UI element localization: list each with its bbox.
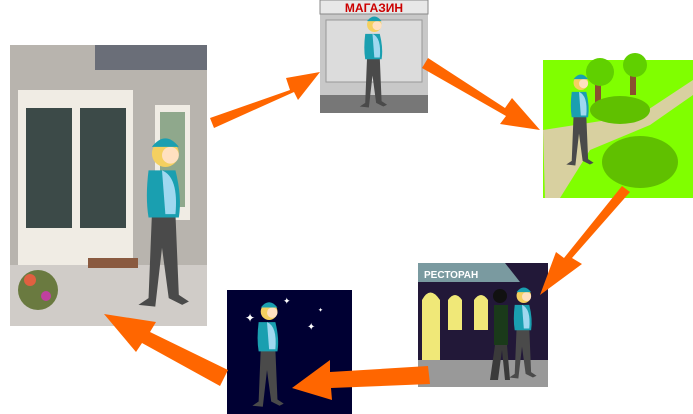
park-scene [543, 53, 693, 198]
star-icon: ✦ [283, 296, 291, 306]
night-scene: ✦ ✦ ✦ ✦ [227, 290, 352, 414]
arrow-night-to-home [104, 314, 228, 386]
shop-scene: МАГАЗИН [319, 0, 429, 113]
arrow-restaurant-to-night [292, 360, 430, 400]
star-icon: ✦ [318, 307, 323, 314]
star-icon: ✦ [307, 322, 315, 333]
cycle-arrows [104, 58, 630, 400]
arrow-park-to-restaurant [540, 186, 630, 295]
arrow-home-to-shop [210, 72, 320, 128]
star-icon: ✦ [245, 311, 255, 325]
home-scene [10, 45, 207, 326]
arrow-shop-to-park [422, 58, 540, 130]
shop-sign: МАГАЗИН [345, 1, 403, 15]
restaurant-scene: РЕСТОРАН [418, 263, 548, 387]
restaurant-sign: РЕСТОРАН [424, 270, 478, 281]
